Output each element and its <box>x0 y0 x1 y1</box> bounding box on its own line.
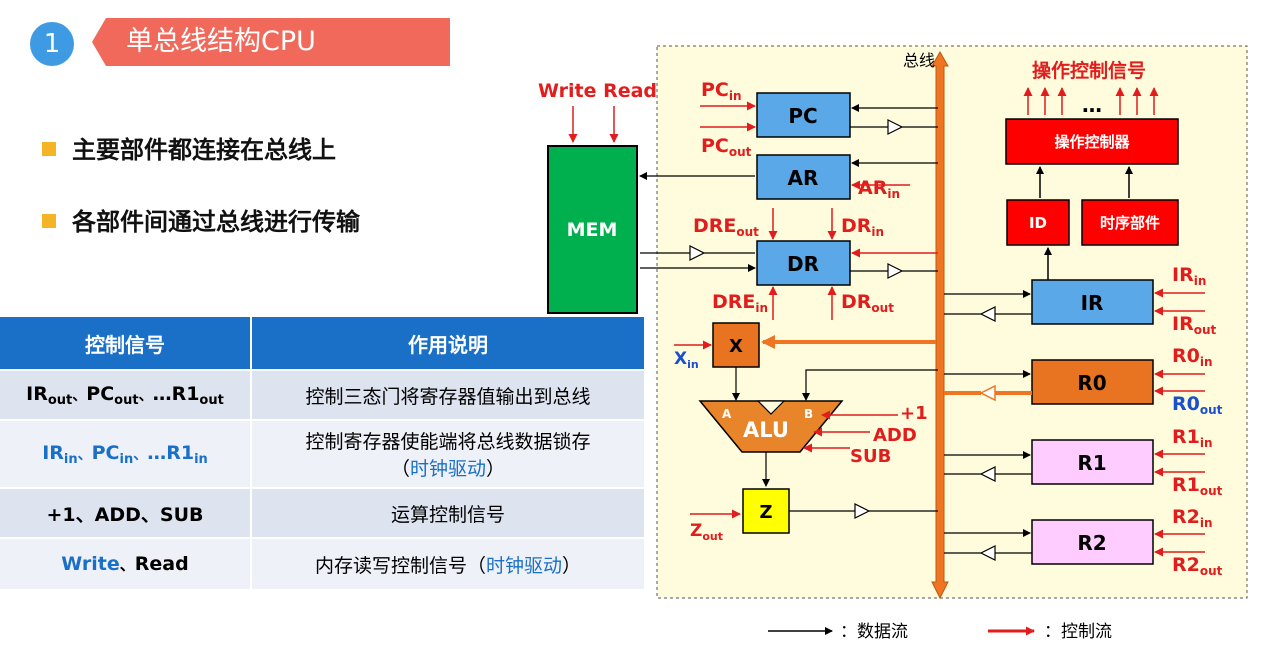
svg-text:时序部件: 时序部件 <box>1100 214 1160 232</box>
svg-text:R0out: R0out <box>1172 393 1223 417</box>
control-flow-legend: ：控制流 <box>1044 622 1112 642</box>
r0-register <box>1031 359 1154 405</box>
table-header: 控制信号 <box>0 317 252 370</box>
svg-text:R2out: R2out <box>1172 554 1223 578</box>
bullet-marker <box>42 214 56 228</box>
svg-text:…: … <box>1082 93 1102 117</box>
signal-cell: IRout、PCout、…R1out <box>0 369 252 420</box>
svg-text:AR: AR <box>788 166 819 190</box>
svg-text:SUB: SUB <box>850 446 891 467</box>
svg-text:ALU: ALU <box>743 418 789 442</box>
svg-text:PC: PC <box>788 104 817 128</box>
svg-text:DRout: DRout <box>841 291 894 315</box>
bus-label: 总线 <box>903 51 935 70</box>
operation-controller <box>1005 118 1179 165</box>
system-bus <box>931 50 949 600</box>
description-cell: 运算控制信号 <box>251 487 646 538</box>
svg-text:X: X <box>729 336 743 357</box>
svg-text:R2in: R2in <box>1172 506 1213 530</box>
svg-text:B: B <box>804 407 813 421</box>
section-number-badge: 1 <box>30 22 74 66</box>
table-header: 作用说明 <box>251 317 646 370</box>
timing-unit <box>1081 199 1179 246</box>
svg-text:ADD: ADD <box>873 425 917 446</box>
svg-text:R2: R2 <box>1077 531 1106 555</box>
mem-block <box>547 145 638 314</box>
z-register <box>742 488 790 534</box>
svg-text:DREin: DREin <box>712 291 768 315</box>
svg-text:Xin: Xin <box>674 349 699 371</box>
svg-text:IRin: IRin <box>1172 264 1206 288</box>
svg-text:操作控制器: 操作控制器 <box>1054 133 1130 151</box>
table-row: +1、ADD、SUB 运算控制信号 <box>0 487 646 538</box>
svg-text:R1in: R1in <box>1172 426 1213 450</box>
dr-register <box>756 240 851 286</box>
op-signals-label: 操作控制信号 <box>1032 59 1146 82</box>
svg-text:ARin: ARin <box>858 177 900 201</box>
signal-cell: Write、Read <box>0 537 252 589</box>
svg-text:R1out: R1out <box>1172 474 1223 498</box>
signal-cell: +1、ADD、SUB <box>0 487 252 538</box>
control-signal-table: 控制信号 作用说明 IRout、PCout、…R1out 控制三态门将寄存器值输… <box>0 317 646 589</box>
svg-text:DR: DR <box>787 252 819 276</box>
r1-register <box>1031 439 1154 485</box>
ar-register <box>756 154 851 200</box>
alu-block <box>698 400 844 453</box>
table-row: IRout、PCout、…R1out 控制三态门将寄存器值输出到总线 <box>0 369 646 420</box>
svg-text:R0in: R0in <box>1172 345 1213 369</box>
svg-text:Zout: Zout <box>690 521 723 543</box>
table-row: IRin、PCin、…R1in 控制寄存器使能端将总线数据锁存 （时钟驱动） <box>0 419 646 488</box>
bullet-marker <box>42 142 56 156</box>
page-title: 单总线结构CPU <box>126 26 316 57</box>
svg-text:IRout: IRout <box>1172 313 1216 337</box>
svg-text:R0: R0 <box>1077 371 1106 395</box>
svg-text:+1: +1 <box>900 403 928 424</box>
description-cell: 控制寄存器使能端将总线数据锁存 （时钟驱动） <box>251 419 646 488</box>
title-banner <box>92 18 450 66</box>
description-cell: 控制三态门将寄存器值输出到总线 <box>251 369 646 420</box>
svg-text:ID: ID <box>1029 214 1047 232</box>
signal-cell: IRin、PCin、…R1in <box>0 419 252 488</box>
svg-text:A: A <box>722 407 732 421</box>
svg-text:IR: IR <box>1081 291 1104 315</box>
svg-text:R1: R1 <box>1077 451 1106 475</box>
instruction-decoder <box>1006 199 1070 246</box>
x-register <box>712 322 760 368</box>
svg-text:DRin: DRin <box>841 215 884 239</box>
svg-text:DREout: DREout <box>693 215 759 239</box>
svg-text:PCin: PCin <box>701 79 742 103</box>
bullet-text: 主要部件都连接在总线上 <box>72 136 336 164</box>
pc-register <box>756 92 851 138</box>
write-read-label: Write Read <box>538 80 657 102</box>
data-flow-legend: ：数据流 <box>840 622 908 642</box>
r2-register <box>1031 519 1154 565</box>
bullet-text: 各部件间通过总线进行传输 <box>72 208 360 236</box>
svg-text:MEM: MEM <box>567 219 618 241</box>
description-cell: 内存读写控制信号（时钟驱动） <box>251 537 646 589</box>
svg-text:Z: Z <box>759 502 772 523</box>
ir-register <box>1031 279 1154 325</box>
svg-text:PCout: PCout <box>701 135 752 159</box>
table-row: Write、Read 内存读写控制信号（时钟驱动） <box>0 537 646 589</box>
